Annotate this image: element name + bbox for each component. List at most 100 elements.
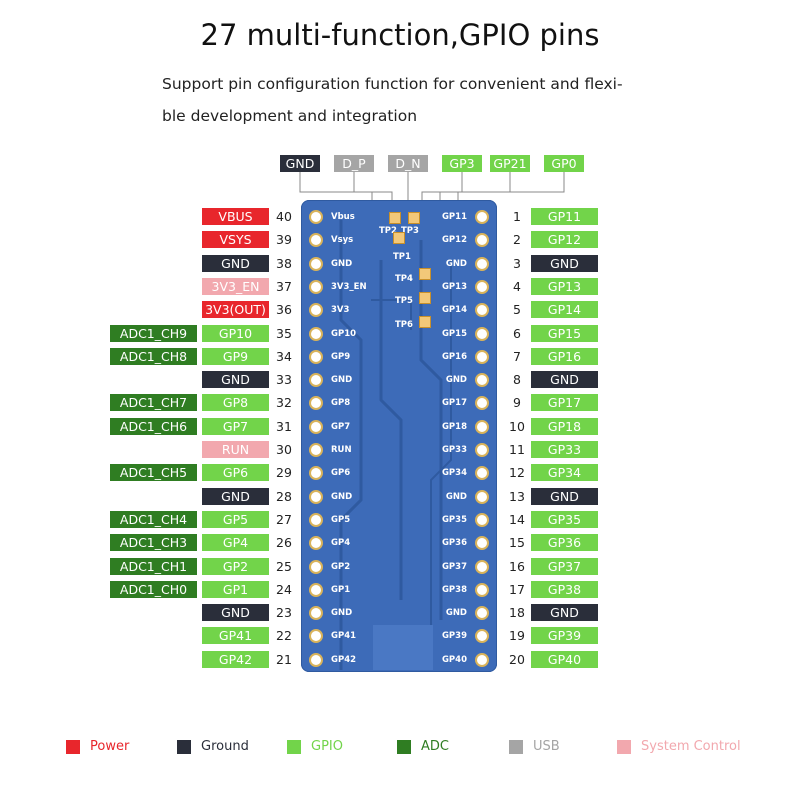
pin-label-gpio: GP14 [531, 301, 598, 319]
pin-hole [309, 279, 323, 294]
pin-hole [309, 256, 323, 271]
pin-number: 21 [276, 651, 292, 667]
pin-silk-label: GP40 [441, 654, 467, 665]
test-point-pad [393, 232, 405, 244]
pin-label-ground: GND [531, 371, 598, 389]
pin-label-system: 3V3_EN [202, 277, 269, 295]
pin-hole [309, 349, 323, 364]
pin-label-gpio: GP38 [531, 580, 598, 598]
pin-number: 29 [276, 465, 292, 481]
pin-label-gpio: GP12 [531, 231, 598, 249]
legend-swatch [177, 740, 191, 754]
pin-label-system: RUN [202, 441, 269, 458]
pin-label-adc: ADC1_CH1 [110, 557, 197, 575]
legend-label: GPIO [311, 739, 343, 754]
pin-hole [309, 396, 323, 411]
subtitle-line-2: ble development and integration [162, 107, 418, 125]
top-label-gpio: GP3 [442, 155, 482, 172]
pin-number: 30 [276, 442, 292, 457]
pin-label-adc: ADC1_CH8 [110, 347, 197, 365]
pin-label-ground: GND [202, 254, 269, 272]
pin-hole [475, 303, 489, 318]
pin-silk-label: GND [331, 375, 353, 386]
pin-hole [309, 210, 323, 224]
pin-number: 6 [513, 325, 521, 341]
pin-silk-label: GP33 [441, 445, 467, 455]
pin-number: 33 [276, 372, 292, 388]
pin-label-gpio: GP11 [531, 208, 598, 225]
pin-silk-label: GP10 [331, 328, 357, 339]
pin-label-gpio: GP42 [202, 650, 269, 668]
legend-swatch [509, 740, 523, 754]
legend-label: System Control [641, 739, 741, 754]
pin-label-gpio: GP37 [531, 557, 598, 575]
pin-number: 27 [276, 511, 292, 527]
pin-label-gpio: GP8 [202, 394, 269, 412]
pin-number: 32 [276, 395, 292, 411]
pin-number: 16 [509, 558, 525, 574]
pin-number: 22 [276, 628, 292, 644]
pin-label-gpio: GP2 [202, 557, 269, 575]
pin-label-gpio: GP35 [531, 510, 598, 528]
pin-number: 31 [276, 418, 292, 434]
pin-silk-label: GP11 [441, 212, 467, 222]
pin-silk-label: Vbus [331, 212, 355, 222]
pin-number: 17 [509, 581, 525, 597]
pin-label-adc: ADC1_CH9 [110, 324, 197, 342]
pin-label-ground: GND [531, 487, 598, 505]
pin-silk-label: GP12 [441, 235, 467, 246]
pin-silk-label: GP39 [441, 631, 467, 642]
pin-hole [475, 373, 489, 388]
legend-swatch [66, 740, 80, 754]
pin-hole [475, 256, 489, 271]
pin-label-adc: ADC1_CH6 [110, 417, 197, 435]
pin-hole [309, 629, 323, 644]
pin-number: 25 [276, 558, 292, 574]
pin-silk-label: GP37 [441, 561, 467, 572]
pin-number: 35 [276, 325, 292, 341]
pin-label-gpio: GP13 [531, 277, 598, 295]
pin-hole [475, 349, 489, 364]
test-point-pad [419, 292, 431, 304]
pin-label-ground: GND [531, 254, 598, 272]
top-label-gpio: GP21 [490, 155, 530, 172]
pin-hole [309, 466, 323, 481]
pcb-traces [339, 220, 452, 670]
subtitle-line-1: Support pin configuration function for c… [162, 75, 623, 93]
pin-silk-label: GP7 [331, 421, 351, 432]
pin-label-gpio: GP1 [202, 580, 269, 598]
pin-label-ground: GND [202, 604, 269, 622]
legend-label: Ground [201, 739, 249, 754]
pin-silk-label: GP6 [331, 468, 351, 479]
legend-label: USB [533, 739, 560, 754]
pin-number: 15 [509, 535, 525, 551]
pin-silk-label: GP38 [441, 584, 467, 595]
pin-label-gpio: GP39 [531, 627, 598, 645]
test-point-label: TP2 [379, 226, 397, 236]
pin-number: 34 [276, 348, 292, 364]
pin-label-gpio: GP40 [531, 650, 598, 668]
pin-label-ground: GND [202, 487, 269, 505]
pin-label-gpio: GP7 [202, 417, 269, 435]
page-subtitle: Support pin configuration function for c… [162, 68, 682, 132]
pin-hole [309, 536, 323, 551]
pin-number: 11 [509, 442, 525, 457]
test-point-label: TP3 [401, 226, 419, 236]
pin-hole [309, 489, 323, 504]
pin-hole [475, 419, 489, 434]
pin-number: 12 [509, 465, 525, 481]
pin-hole [309, 303, 323, 318]
pin-number: 8 [513, 372, 521, 388]
pin-hole [475, 489, 489, 504]
pin-number: 2 [513, 232, 521, 248]
pin-label-ground: GND [531, 604, 598, 622]
pin-hole [475, 536, 489, 551]
pin-label-gpio: GP18 [531, 417, 598, 435]
pin-hole [309, 606, 323, 621]
pin-silk-label: GND [331, 258, 353, 269]
pin-label-adc: ADC1_CH7 [110, 394, 197, 412]
pin-silk-label: Vsys [331, 235, 354, 246]
pin-label-gpio: GP15 [531, 324, 598, 342]
pin-label-gpio: GP9 [202, 347, 269, 365]
legend-swatch [287, 740, 301, 754]
